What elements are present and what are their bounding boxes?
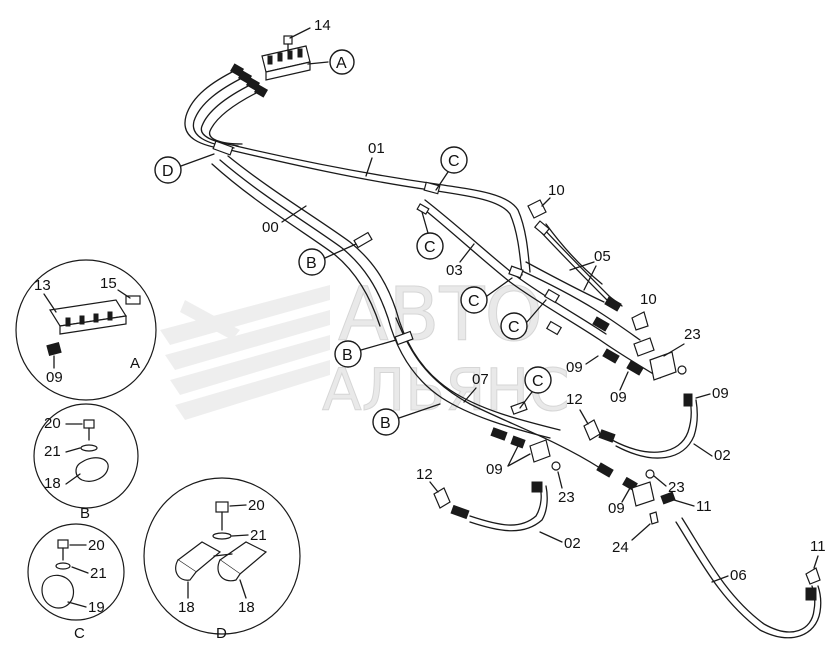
label-09-d: 09	[486, 461, 503, 478]
label-09-b: 09	[610, 389, 627, 406]
detail-C: 20 21 19 C	[27, 523, 125, 642]
detail-B-label-21: 21	[44, 443, 61, 460]
detail-D-label-20: 20	[248, 497, 265, 514]
label-10-upper: 10	[548, 182, 565, 199]
label-11-right: 11	[810, 538, 826, 555]
svg-text:C: C	[468, 293, 480, 310]
callout-C3: C	[460, 277, 513, 314]
detail-A: 13 15 09 A	[15, 259, 157, 401]
label-09-a: 09	[566, 359, 583, 376]
label-12-lower: 12	[416, 466, 433, 483]
detail-D-label-21: 21	[250, 527, 267, 544]
label-14: 14	[314, 17, 331, 34]
label-24: 24	[612, 539, 629, 556]
detail-B-label-20: 20	[44, 415, 61, 432]
label-01: 01	[368, 140, 385, 157]
svg-text:C: C	[424, 239, 436, 256]
svg-text:C: C	[532, 373, 544, 390]
callout-A: A	[329, 49, 355, 75]
svg-text:A: A	[336, 55, 347, 72]
label-07: 07	[472, 371, 489, 388]
svg-text:B: B	[306, 255, 317, 272]
label-03: 03	[446, 262, 463, 279]
callout-D: D	[154, 153, 215, 184]
detail-B-label-18: 18	[44, 475, 61, 492]
watermark-logo-stripes	[160, 285, 330, 420]
detail-D-label-18-left: 18	[178, 599, 195, 616]
callout-C4: C	[500, 299, 547, 340]
label-02-right: 02	[714, 447, 731, 464]
label-09-e: 09	[608, 500, 625, 517]
detail-C-label-20: 20	[88, 537, 105, 554]
label-11-mid: 11	[696, 498, 712, 515]
label-02-lower: 02	[564, 535, 581, 552]
detail-A-title: A	[130, 355, 140, 372]
callout-B2: B	[334, 339, 397, 368]
label-12-mid: 12	[566, 391, 583, 408]
label-23-lower: 23	[668, 479, 685, 496]
callouts: A D C C B C C	[154, 49, 552, 436]
fittings	[433, 199, 821, 601]
callout-C2: C	[416, 211, 444, 260]
detail-B: 20 21 18 B	[33, 403, 139, 522]
detail-B-title: B	[80, 505, 90, 522]
part-labels: 14 01 00 03 10 05 10 23 09 09 09 07 12 0…	[262, 17, 826, 584]
detail-A-label-09: 09	[46, 369, 63, 386]
label-05: 05	[594, 248, 611, 265]
label-23-mid: 23	[558, 489, 575, 506]
detail-C-title: C	[74, 625, 85, 642]
manifold-block	[229, 27, 329, 98]
svg-text:C: C	[508, 319, 520, 336]
detail-D-label-18-right: 18	[238, 599, 255, 616]
callout-C5: C	[519, 366, 552, 409]
label-10-lower: 10	[640, 291, 657, 308]
detail-D-title: D	[216, 625, 227, 642]
detail-A-label-15: 15	[100, 275, 117, 292]
svg-text:C: C	[448, 153, 460, 170]
svg-text:B: B	[342, 347, 353, 364]
svg-text:D: D	[162, 163, 174, 180]
watermark: АВТО АЛЬЯНС	[160, 272, 570, 425]
label-06: 06	[730, 567, 747, 584]
callout-B3: B	[372, 403, 441, 436]
label-00: 00	[262, 219, 279, 236]
detail-C-label-21: 21	[90, 565, 107, 582]
label-23-upper: 23	[684, 326, 701, 343]
callout-C1: C	[435, 146, 468, 191]
detail-A-label-13: 13	[34, 277, 51, 294]
detail-C-label-19: 19	[88, 599, 105, 616]
callout-B1: B	[298, 243, 357, 276]
detail-D: 20 21 18 18 D	[143, 477, 301, 642]
watermark-line2: АЛЬЯНС	[322, 356, 570, 424]
svg-text:B: B	[380, 415, 391, 432]
watermark-line1: АВТО	[338, 272, 543, 358]
label-09-c: 09	[712, 385, 729, 402]
